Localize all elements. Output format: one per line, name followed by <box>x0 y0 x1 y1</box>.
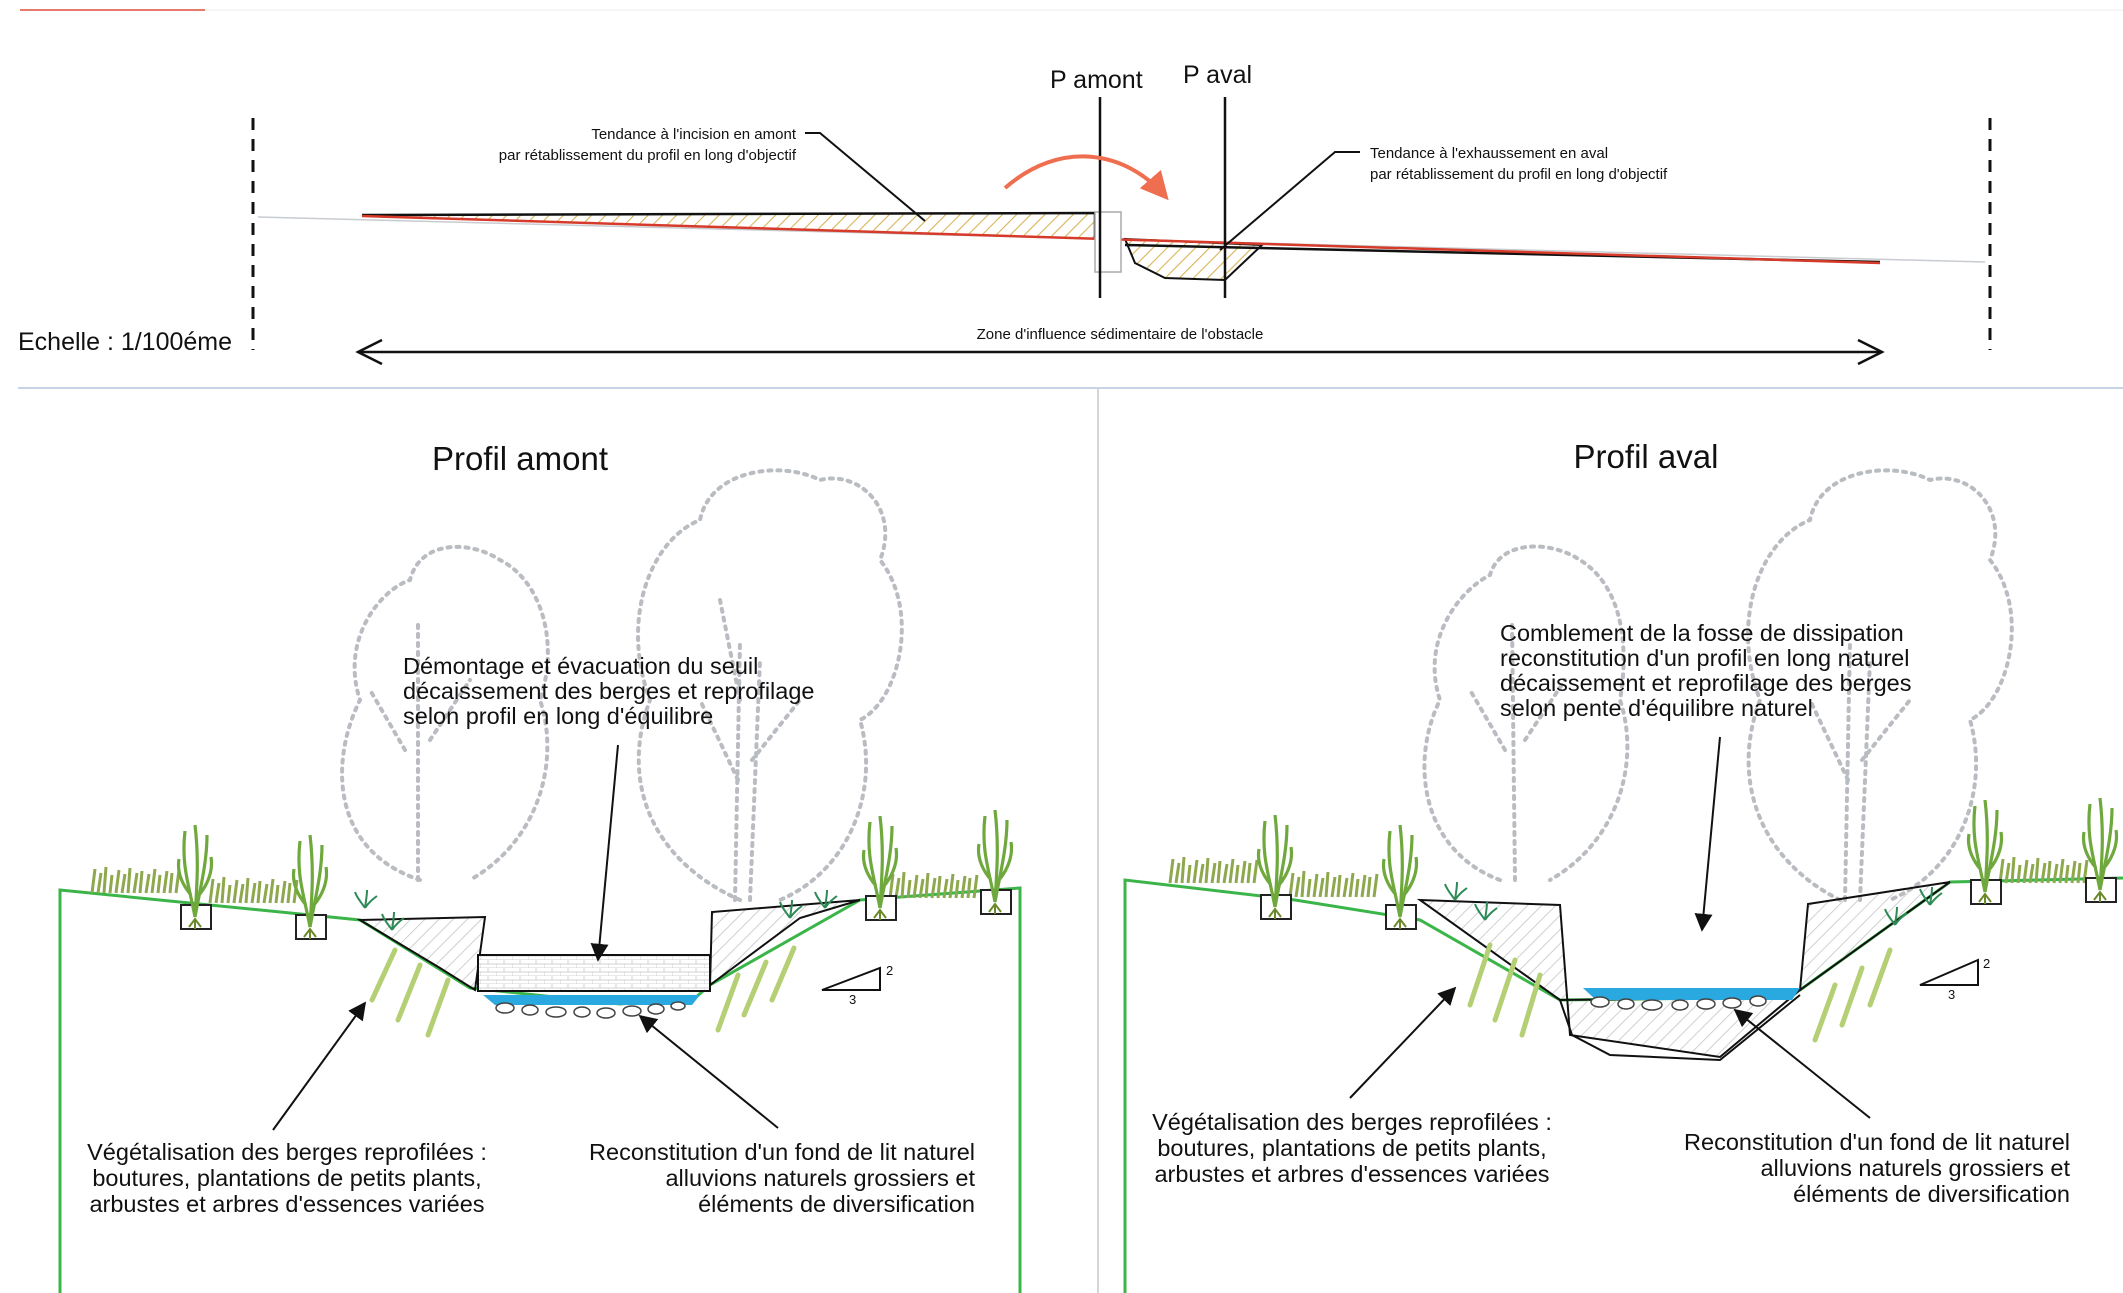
veg-amont-line3: arbustes et arbres d'essences variées <box>89 1191 484 1217</box>
water-aval <box>1583 988 1800 1000</box>
incision-note-line2: par rétablissement du profil en long d'o… <box>499 147 797 164</box>
ground-line-aval <box>1123 876 2123 1293</box>
works-aval-line1: Comblement de la fosse de dissipation <box>1500 620 1904 646</box>
exhaussement-note-line2: par rétablissement du profil en long d'o… <box>1370 166 1668 183</box>
grass-tufts-aval <box>1168 855 2089 899</box>
riverbed-stones-amont <box>495 1001 686 1019</box>
works-aval-line3: décaissement et reprofilage des berges <box>1500 670 1912 696</box>
bed-amont-line3: éléments de diversification <box>698 1191 975 1217</box>
profil-amont-panel: Profil amont <box>58 440 1022 1293</box>
plants-aval <box>1256 796 2119 931</box>
ground-line-amont <box>58 886 1022 1293</box>
influence-zone-label: Zone d'influence sédimentaire de l'obsta… <box>977 326 1264 343</box>
veg-note-amont: Végétalisation des berges reprofilées : … <box>87 1139 487 1217</box>
slope-symbol-aval: 2 3 <box>1919 956 1990 1002</box>
long-profile-section: P amont P aval Tendance à l'incision en … <box>18 9 2123 1293</box>
veg-aval-line1: Végétalisation des berges reprofilées : <box>1152 1109 1552 1135</box>
incision-leader <box>805 132 926 222</box>
profil-aval-panel: Profil aval <box>1123 438 2123 1293</box>
incision-note-line1: Tendance à l'incision en amont <box>591 126 796 143</box>
veg-amont-line1: Végétalisation des berges reprofilées : <box>87 1139 487 1165</box>
p-aval-label: P aval <box>1183 61 1252 89</box>
veg-aval-line3: arbustes et arbres d'essences variées <box>1154 1161 1549 1187</box>
slope-symbol-amont: 2 3 <box>821 963 893 1007</box>
veg-note-aval: Végétalisation des berges reprofilées : … <box>1152 1109 1552 1187</box>
veg-aval-line2: boutures, plantations de petits plants, <box>1157 1135 1546 1161</box>
influence-arrow-left-head <box>355 338 383 366</box>
bed-aval-line3: éléments de diversification <box>1793 1181 2070 1207</box>
bed-arrow-aval <box>1733 1008 1871 1119</box>
veg-arrow-aval <box>1349 986 1457 1099</box>
bed-aval-line1: Reconstitution d'un fond de lit naturel <box>1684 1129 2070 1155</box>
background-tree-right <box>636 468 904 902</box>
profil-amont-title: Profil amont <box>432 440 608 477</box>
works-note-amont: Démontage et évacuation du seuil décaiss… <box>403 653 815 729</box>
bank-cut-right-amont <box>708 899 861 988</box>
water-amont <box>483 995 700 1005</box>
background-tree-left-aval <box>1422 544 1630 882</box>
p-amont-label: P amont <box>1050 66 1143 94</box>
background-tree-right-aval <box>1746 468 2014 902</box>
plants-amont <box>176 808 1014 941</box>
veg-amont-line2: boutures, plantations de petits plants, <box>92 1165 481 1191</box>
bed-amont-line1: Reconstitution d'un fond de lit naturel <box>589 1139 975 1165</box>
riparian-cuttings-amont <box>369 945 797 1038</box>
influence-arrow-right-head <box>1857 338 1885 366</box>
riverbed-stones-aval <box>1590 995 1767 1011</box>
bed-note-aval: Reconstitution d'un fond de lit naturel … <box>1684 1129 2070 1207</box>
former-pool-outline <box>1559 994 1801 1062</box>
riparian-cuttings-aval <box>1467 942 1893 1043</box>
works-arrow-aval <box>1694 736 1721 932</box>
exhaussement-note-line1: Tendance à l'exhaussement en aval <box>1370 145 1608 162</box>
veg-arrow-amont <box>272 1001 367 1131</box>
bed-amont-line2: alluvions naturels grossiers et <box>665 1165 975 1191</box>
profil-aval-title: Profil aval <box>1574 438 1719 475</box>
scale-label: Echelle : 1/100éme <box>18 328 232 356</box>
bed-aval-line2: alluvions naturels grossiers et <box>1760 1155 2070 1181</box>
works-arrow-amont <box>590 744 619 962</box>
bed-arrow-amont <box>638 1014 779 1129</box>
slope-h-aval: 3 <box>1948 987 1955 1002</box>
works-aval-line2: reconstitution d'un profil en long natur… <box>1500 645 1909 671</box>
grass-tufts-amont <box>90 865 979 905</box>
works-aval-line4: selon pente d'équilibre naturel <box>1500 695 1813 721</box>
sediment-transfer-arrow <box>1003 154 1169 201</box>
works-note-aval: Comblement de la fosse de dissipation re… <box>1500 620 1912 721</box>
works-amont-line3: selon profil en long d'équilibre <box>403 703 713 729</box>
background-tree-left <box>340 544 550 882</box>
bank-cut-left-amont <box>356 915 487 992</box>
works-amont-line1: Démontage et évacuation du seuil <box>403 653 758 679</box>
infilled-pool-aval <box>1416 881 1951 1059</box>
weir-to-remove <box>477 954 711 992</box>
bed-note-amont: Reconstitution d'un fond de lit naturel … <box>589 1139 975 1217</box>
works-amont-line2: décaissement des berges et reprofilage <box>403 678 815 704</box>
slope-v-amont: 2 <box>886 963 893 978</box>
exhaussement-leader <box>1219 151 1360 251</box>
slope-h-amont: 3 <box>849 992 856 1007</box>
slope-v-aval: 2 <box>1983 956 1990 971</box>
